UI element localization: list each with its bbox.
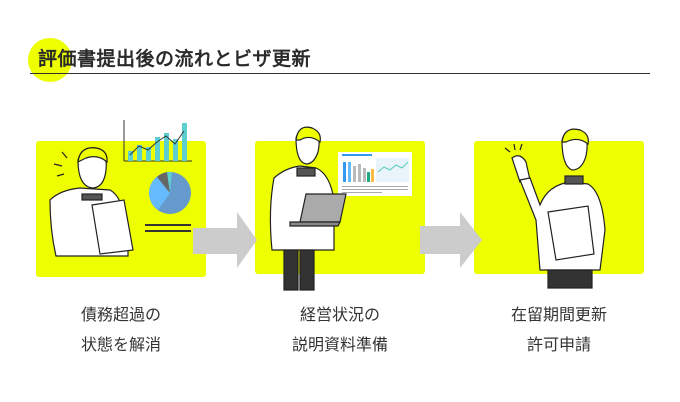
step-3-caption-line1: 在留期間更新	[510, 305, 607, 324]
person-laptop-icon	[269, 126, 347, 291]
step-2-caption-line2: 説明資料準備	[291, 335, 388, 354]
dashboard-icon	[338, 152, 412, 196]
text-line-icon	[145, 230, 191, 232]
pie-chart-icon	[149, 171, 191, 214]
title-accent-circle	[28, 38, 72, 82]
step-1-caption-line2: 状態を解消	[80, 335, 161, 354]
step-1-caption: 債務超過の 状態を解消	[36, 300, 206, 360]
person-cheering-icon	[504, 128, 606, 289]
step-2-caption-line1: 経営状況の	[299, 305, 380, 324]
arrow-2-icon	[420, 212, 482, 268]
text-line-icon	[145, 224, 191, 226]
arrow-1-icon	[193, 212, 257, 268]
bar-chart-icon	[123, 120, 192, 162]
title-underline	[30, 73, 650, 74]
title-section: 評価書提出後の流れとビザ更新	[28, 38, 650, 82]
step-2-caption: 経営状況の 説明資料準備	[255, 300, 425, 360]
page-title: 評価書提出後の流れとビザ更新	[38, 48, 312, 70]
person-reading-icon	[49, 147, 134, 257]
step-1-caption-line1: 債務超過の	[80, 305, 161, 324]
step-3-caption-line2: 許可申請	[526, 335, 591, 354]
step-3-caption: 在留期間更新 許可申請	[474, 300, 644, 360]
